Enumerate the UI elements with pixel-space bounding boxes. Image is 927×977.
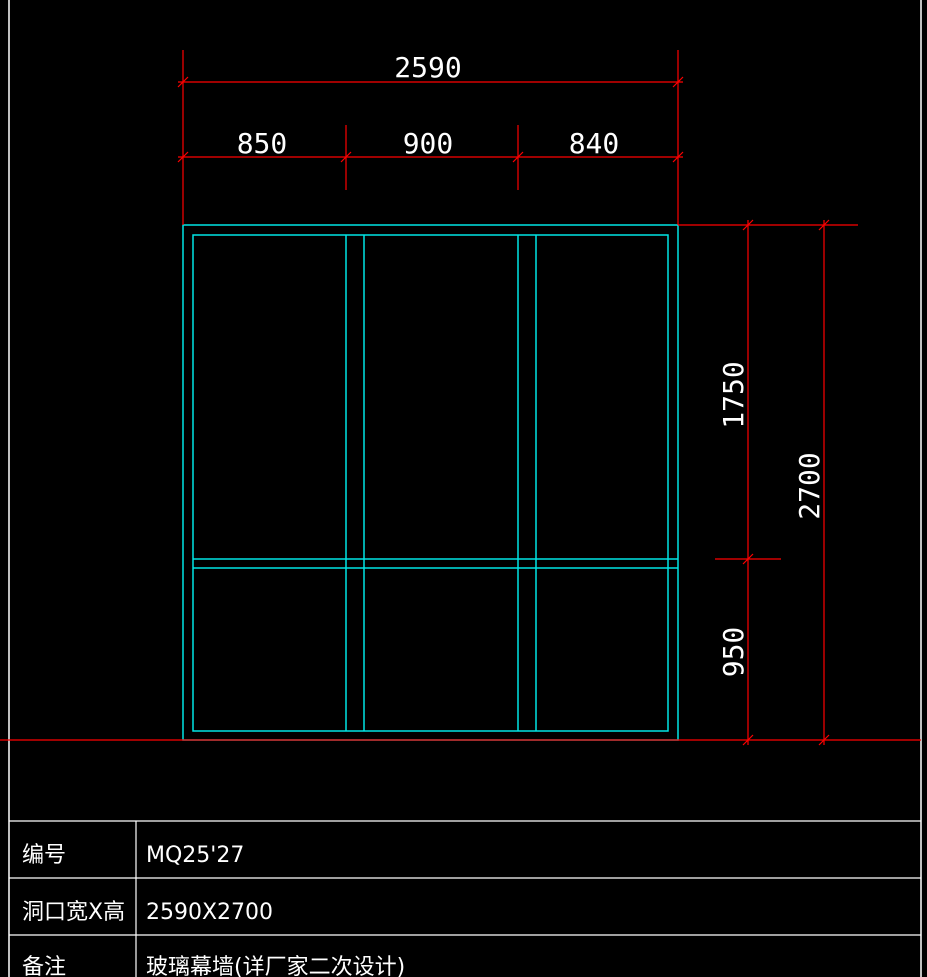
outer-frame — [182, 224, 679, 741]
row-label-id: 编号 — [22, 843, 66, 868]
curtain-wall-frame — [182, 224, 679, 741]
info-table-lines — [9, 820, 921, 977]
row-label-size: 洞口宽X高 — [22, 900, 125, 925]
inner-frame — [192, 234, 669, 732]
row-value-id: MQ25'27 — [146, 843, 244, 868]
row-value-size: 2590X2700 — [146, 900, 273, 925]
lower-height-label: 950 — [717, 627, 750, 678]
pane-width-right-label: 840 — [569, 127, 620, 160]
row-label-note: 备注 — [22, 955, 66, 977]
pane-width-left-label: 850 — [237, 127, 288, 160]
upper-height-label: 1750 — [717, 361, 750, 428]
dimension-lines — [0, 50, 921, 746]
overall-height-label: 2700 — [793, 452, 826, 519]
pane-width-center-label: 900 — [403, 127, 454, 160]
overall-width-label: 2590 — [394, 51, 461, 84]
info-table: 编号 MQ25'27 洞口宽X高 2590X2700 备注 玻璃幕墙(详厂家二次… — [22, 843, 405, 977]
drawing-border — [8, 0, 922, 977]
row-value-note: 玻璃幕墙(详厂家二次设计) — [146, 955, 405, 977]
